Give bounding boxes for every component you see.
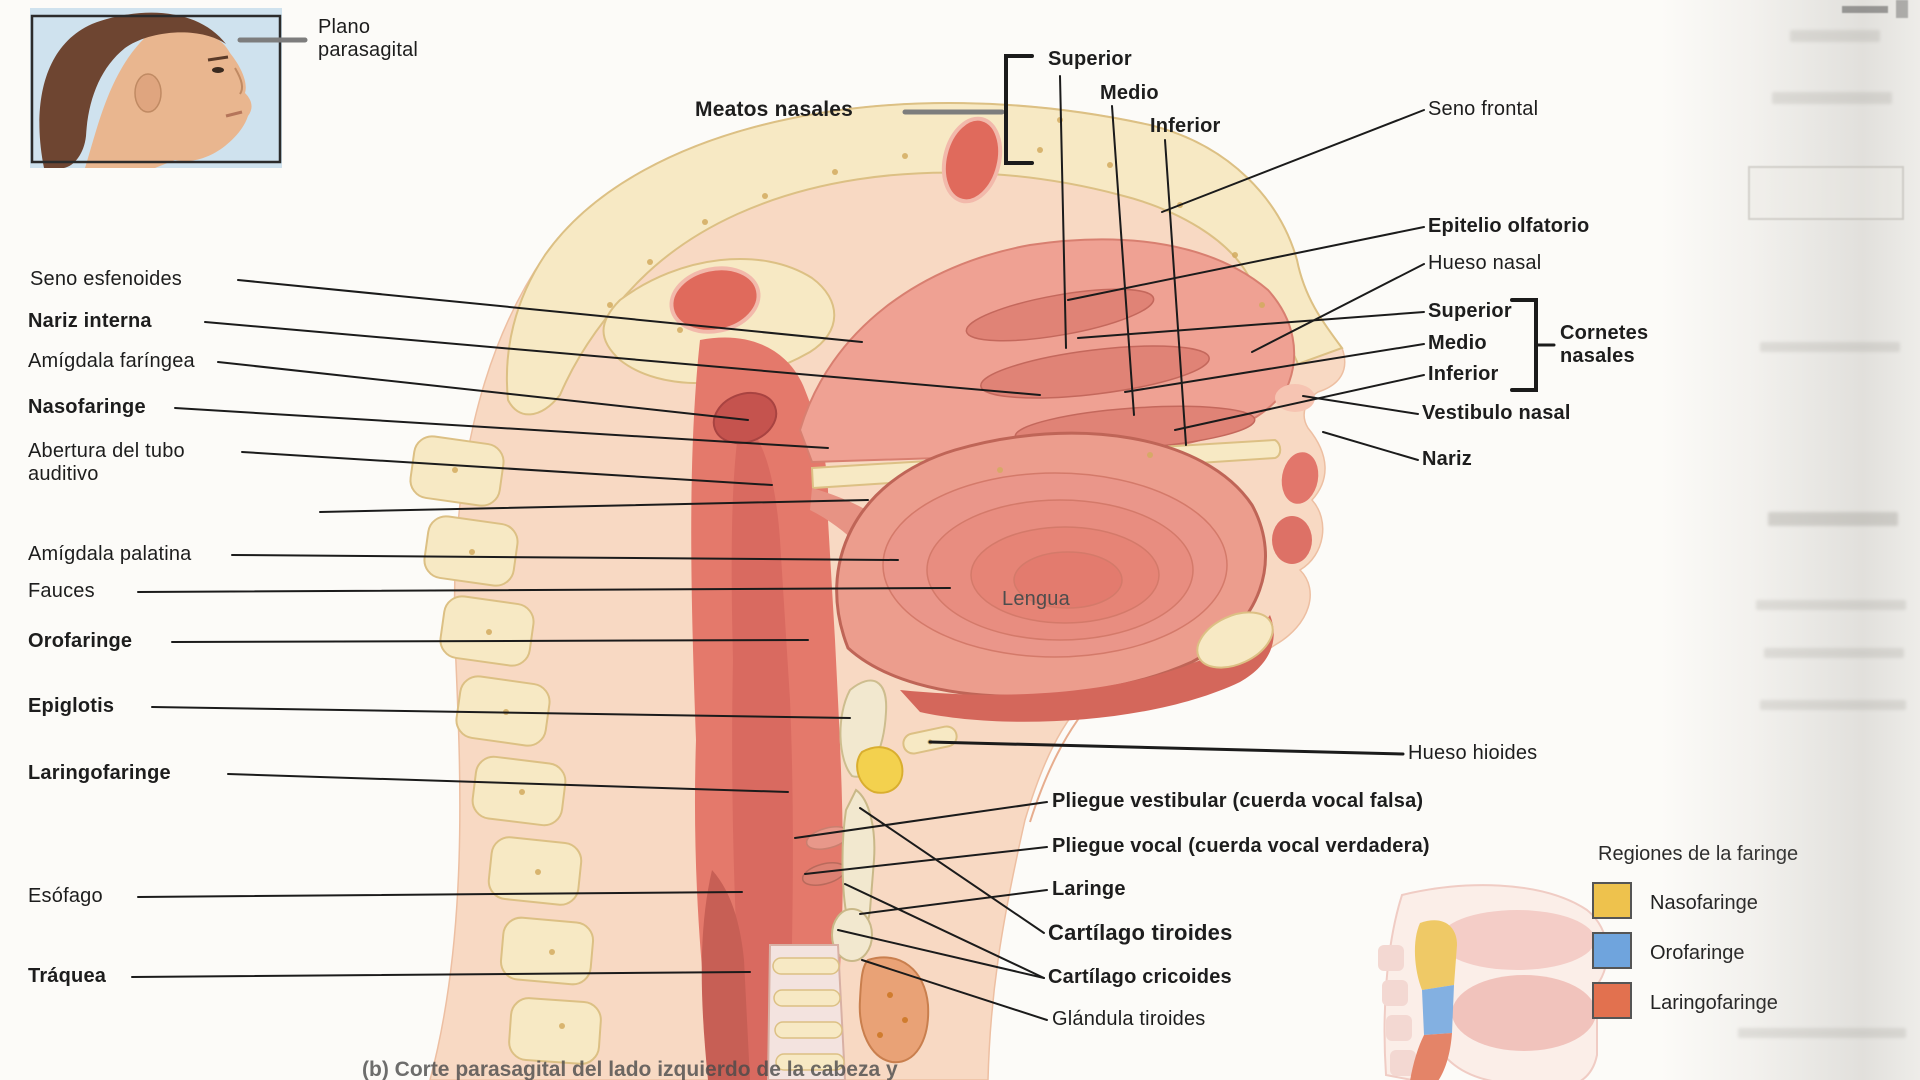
ghost-text-block — [1738, 1028, 1906, 1038]
legend-swatch-nasofaringe — [1592, 882, 1632, 919]
pharynx-channel — [691, 337, 843, 1080]
pharyngeal-tonsil — [712, 391, 778, 445]
thyroid-gland — [858, 956, 930, 1064]
label-seno-esfenoides: Seno esfenoides — [30, 268, 183, 290]
label-cartilago-tiroides: Cartílago tiroides — [1048, 920, 1233, 945]
legend-label-laringofaringe: Laringofaringe — [1650, 992, 1778, 1014]
legend-swatch-orofaringe — [1592, 932, 1632, 969]
epiglottis — [839, 679, 904, 794]
tongue — [835, 431, 1274, 722]
label-epiglotis: Epiglotis — [28, 695, 115, 717]
label-plano-parasagital: Plano parasagital — [318, 16, 419, 61]
leader-lines — [131, 37, 1556, 1021]
label-meato-medio: Medio — [1100, 82, 1159, 104]
label-seno-frontal: Seno frontal — [1428, 98, 1539, 120]
label-laringofaringe: Laringofaringe — [28, 762, 171, 784]
legend-label-nasofaringe: Nasofaringe — [1650, 892, 1758, 914]
label-hueso-nasal: Hueso nasal — [1428, 252, 1542, 274]
ghost-box — [1748, 166, 1904, 220]
label-glandula-tiroides: Glándula tiroides — [1052, 1008, 1206, 1030]
label-vestibulo-nasal: Vestibulo nasal — [1422, 402, 1571, 424]
label-lengua: Lengua — [1002, 588, 1070, 610]
label-cartilago-cricoides: Cartílago cricoides — [1048, 966, 1232, 988]
scan-fragment — [1842, 6, 1888, 13]
ghost-text-block — [1764, 648, 1904, 658]
label-laringe: Laringe — [1052, 878, 1126, 900]
legend-swatch-laringofaringe — [1592, 982, 1632, 1019]
label-cornete-inferior: Inferior — [1428, 363, 1499, 385]
label-nasofaringe: Nasofaringe — [28, 396, 146, 418]
esophagus — [701, 870, 750, 1080]
label-epitelio-olfatorio: Epitelio olfatorio — [1428, 215, 1590, 237]
larynx-cartilage — [831, 788, 876, 962]
label-amigdala-faringea: Amígdala faríngea — [28, 350, 195, 372]
label-cornetes-nasales: Cornetes nasales — [1560, 322, 1649, 367]
label-cornete-superior: Superior — [1428, 300, 1512, 322]
label-meato-inferior: Inferior — [1150, 115, 1221, 137]
inset-photo — [30, 8, 282, 169]
label-amigdala-palatina: Amígdala palatina — [28, 543, 192, 565]
label-hueso-hioides: Hueso hioides — [1408, 742, 1538, 764]
ghost-text-block — [1760, 700, 1906, 710]
label-traquea: Tráquea — [28, 965, 107, 987]
ghost-text-block — [1772, 92, 1892, 104]
sphenoid-sinus — [669, 266, 761, 334]
label-orofaringe: Orofaringe — [28, 630, 133, 652]
label-pliegue-vestibular: Pliegue vestibular (cuerda vocal falsa) — [1052, 790, 1424, 812]
trachea — [766, 944, 847, 1080]
label-pliegue-vocal: Pliegue vocal (cuerda vocal verdadera) — [1052, 835, 1430, 857]
label-nariz-interna: Nariz interna — [28, 310, 152, 332]
ghost-text-block — [1756, 600, 1906, 610]
label-abertura-tubo-auditivo: Abertura del tubo auditivo — [28, 440, 185, 485]
pharynx-regions-inset — [1378, 884, 1609, 1080]
label-esofago: Esófago — [28, 885, 103, 907]
label-meato-superior: Superior — [1048, 48, 1132, 70]
ghost-text-block — [1768, 512, 1898, 526]
legend-label-orofaringe: Orofaringe — [1650, 942, 1745, 964]
label-nariz: Nariz — [1422, 448, 1472, 470]
figure-caption: (b) Corte parasagital del lado izquierdo… — [362, 1058, 898, 1080]
frontal-sinus — [941, 116, 1003, 204]
lips — [1272, 452, 1319, 564]
scan-fragment — [1896, 0, 1908, 18]
ghost-text-block — [1760, 342, 1900, 352]
label-cornete-medio: Medio — [1428, 332, 1487, 354]
label-meatos-nasales: Meatos nasales — [695, 98, 854, 121]
label-fauces: Fauces — [28, 580, 95, 602]
ghost-text-block — [1790, 30, 1880, 42]
legend-title: Regiones de la faringe — [1598, 843, 1799, 865]
